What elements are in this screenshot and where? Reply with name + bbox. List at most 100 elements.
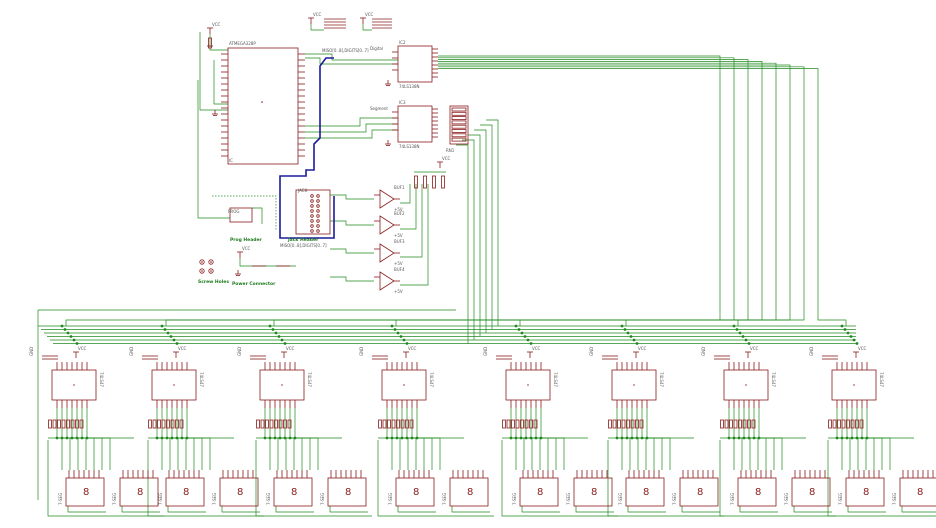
module-5-driver — [505, 369, 551, 401]
module-1-display-common — [67, 506, 106, 513]
screw-hole — [199, 259, 205, 265]
junction-dot — [520, 331, 524, 335]
module-4-driver-ref: 74LS47 — [429, 372, 434, 387]
module-7-seg-wire — [733, 408, 743, 470]
junction-dot — [172, 338, 176, 342]
module-4-resistor — [387, 419, 391, 429]
jack-pin — [310, 219, 314, 223]
module-6-resistor — [635, 419, 639, 429]
module-1-display-common — [121, 506, 160, 513]
module-3-resistor — [265, 419, 269, 429]
module-8-resistor — [832, 419, 837, 429]
module-5-display-digit: 8 — [591, 487, 597, 498]
junction-dot — [160, 324, 164, 328]
module-8-seg-wire — [851, 408, 867, 470]
module-2-resistor — [166, 419, 170, 429]
module-8-resistor — [846, 419, 850, 429]
junction-dot — [165, 436, 169, 440]
junction-dot — [402, 338, 406, 342]
segment-net-drop — [486, 119, 499, 326]
module-3-display-2 — [327, 477, 367, 507]
module-6-display-ref: 7-SEG — [672, 493, 677, 505]
module-6-driver — [611, 369, 657, 401]
module-5-display-ref: 7-SEG — [512, 493, 517, 505]
module-5-display-ref: 7-SEG — [566, 493, 571, 505]
vcc-mcu-label: VCC — [212, 22, 221, 27]
module-1-ground-wire — [47, 440, 164, 517]
module-5-display-common — [575, 506, 614, 513]
junction-dot — [75, 436, 79, 440]
segment-net-drop — [468, 134, 481, 337]
junction-dot — [524, 436, 528, 440]
module-3-display-ref: 7-SEG — [320, 493, 325, 505]
vcc-pullups-label: VCC — [442, 156, 451, 161]
screw-hole-center — [201, 261, 203, 263]
module-3-gnd: GND — [237, 347, 242, 356]
cap-wire-1 — [310, 24, 324, 31]
module-6-resistor — [626, 419, 630, 429]
junction-dot — [732, 436, 736, 440]
junction-dot — [155, 436, 159, 440]
module-7-driver-mark — [745, 384, 747, 386]
module-1-resistor — [70, 419, 75, 429]
module-4-gnd: GND — [359, 347, 364, 356]
prog-header — [229, 207, 253, 223]
junction-dot — [509, 436, 513, 440]
module-1-display-digit: 8 — [83, 487, 89, 498]
module-5-resistor — [529, 419, 533, 429]
module-1-seg-wire — [71, 408, 87, 470]
module-4-resistor — [400, 419, 405, 429]
module-4-vcc-label: VCC — [408, 346, 417, 351]
module-7-seg-wire — [753, 408, 775, 470]
module-4-display-common — [451, 506, 490, 513]
cap-wire-2 — [362, 24, 372, 31]
jack-pin — [310, 199, 314, 203]
module-2-resistor — [152, 419, 157, 429]
module-2-display-digit: 8 — [237, 487, 243, 498]
module-7-display-digit: 8 — [809, 487, 815, 498]
module-6-vcc-label: VCC — [638, 346, 647, 351]
pullup-resistor — [441, 175, 445, 189]
module-8-resistor — [841, 419, 846, 429]
mcu-vcc-wire — [209, 34, 228, 51]
segment-net-drop — [474, 129, 487, 333]
module-7-vcc-label: VCC — [750, 346, 759, 351]
mcu-ic2-net2 — [305, 57, 398, 65]
junction-dot — [385, 436, 389, 440]
jack-pin — [310, 224, 314, 228]
module-1-seg-wire — [81, 408, 103, 470]
module-1-seg-wire — [86, 408, 111, 470]
module-3-driver-mark — [281, 384, 283, 386]
jack-pin — [316, 219, 320, 223]
module-7-display-1 — [737, 477, 777, 507]
module-4-seg-wire — [401, 408, 417, 470]
module-7-display-common — [739, 506, 778, 513]
module-5-resistor — [515, 419, 520, 429]
module-3-display-common — [329, 506, 368, 513]
resistor-array-element — [451, 111, 467, 116]
module-1-resistor — [52, 419, 57, 429]
digit-select-net — [438, 66, 805, 326]
module-6-ground-wire — [607, 440, 724, 517]
module-5-resistor — [520, 419, 524, 429]
junction-dot — [390, 324, 394, 328]
junction-dot — [166, 331, 170, 335]
module-3-resistor — [260, 419, 265, 429]
resistor-array-element — [451, 116, 467, 120]
junction-dot — [840, 324, 844, 328]
module-1-gnd: GND — [29, 347, 34, 356]
jack-pin — [316, 224, 320, 228]
junction-dot — [529, 342, 533, 345]
mcu-ic3-net2 — [305, 123, 398, 133]
mcu-center-mark — [261, 101, 263, 103]
jack-pin — [316, 229, 320, 233]
junction-dot — [835, 436, 839, 440]
junction-dot — [852, 338, 856, 342]
ic2-decoder — [397, 45, 433, 83]
module-4-display-common — [397, 506, 436, 513]
jack-pin — [310, 204, 314, 208]
junction-dot — [163, 328, 167, 331]
junction-dot — [60, 436, 64, 440]
module-1-resistor — [57, 419, 61, 429]
module-1-driver-mark — [73, 384, 75, 386]
